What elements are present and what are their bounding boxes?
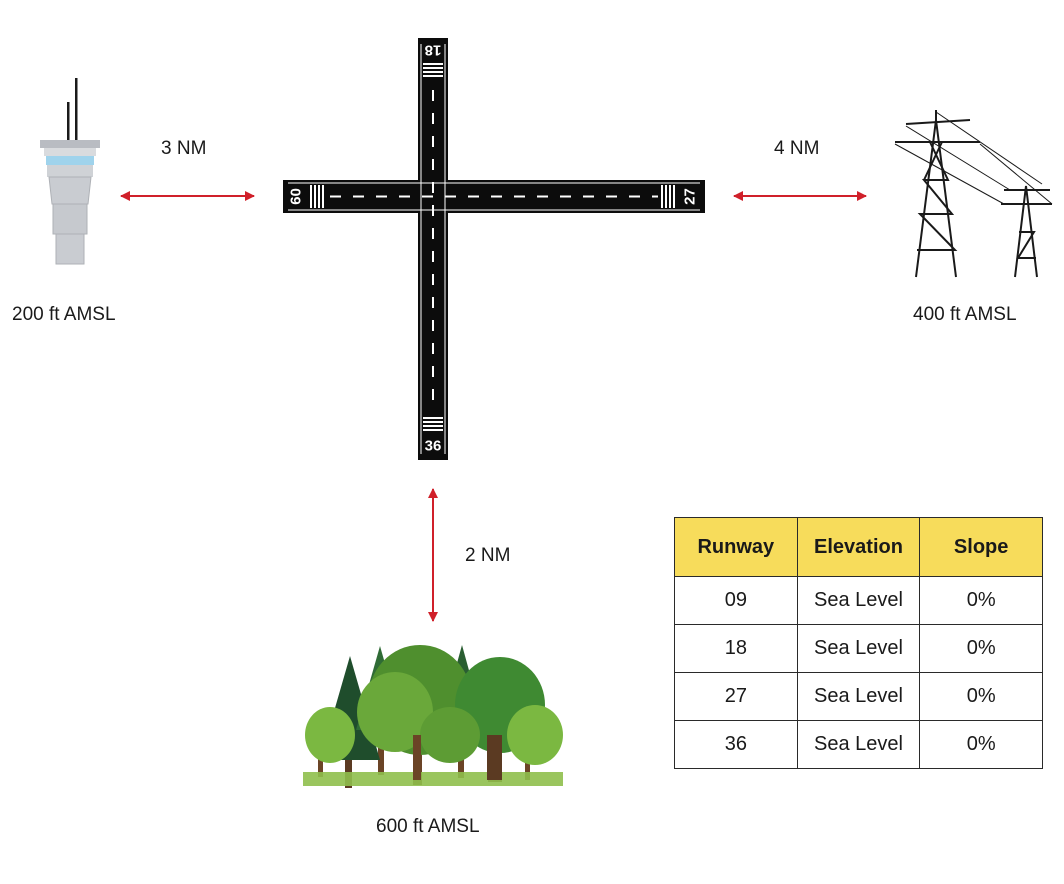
tower-distance-label: 3 NM [161, 138, 207, 159]
table-cell: 18 [674, 624, 798, 673]
table-row: 09 Sea Level 0% [674, 576, 1043, 625]
control-tower-icon [40, 78, 100, 265]
runway-number-east: 27 [682, 188, 699, 205]
table-header-cell: Runway [674, 517, 798, 577]
table-cell: 36 [674, 720, 798, 769]
pylons-elevation-label: 400 ft AMSL [913, 304, 1017, 325]
forest-trees-icon [303, 645, 563, 788]
runway-data-table: Runway Elevation Slope 09 Sea Level 0% 1… [674, 517, 1043, 769]
table-row: 27 Sea Level 0% [674, 672, 1043, 721]
runway-cross [283, 38, 705, 460]
runway-number-south: 36 [425, 438, 442, 455]
runway-number-north: 18 [425, 42, 442, 59]
table-cell: Sea Level [796, 624, 921, 673]
table-cell: 27 [674, 672, 798, 721]
runway-number-west: 09 [287, 188, 304, 205]
pylons-distance-label: 4 NM [774, 138, 820, 159]
table-cell: 09 [674, 576, 798, 625]
table-cell: 0% [919, 624, 1043, 673]
power-pylon-icon [894, 110, 1053, 278]
table-header-cell: Slope [919, 517, 1043, 577]
table-cell: Sea Level [796, 576, 921, 625]
table-header-row: Runway Elevation Slope [674, 517, 1043, 577]
table-cell: Sea Level [796, 720, 921, 769]
table-row: 36 Sea Level 0% [674, 720, 1043, 769]
table-header-cell: Elevation [796, 517, 921, 577]
forest-elevation-label: 600 ft AMSL [376, 816, 480, 837]
tower-elevation-label: 200 ft AMSL [12, 304, 116, 325]
table-cell: 0% [919, 576, 1043, 625]
forest-distance-label: 2 NM [465, 545, 511, 566]
table-cell: 0% [919, 720, 1043, 769]
table-row: 18 Sea Level 0% [674, 624, 1043, 673]
table-cell: Sea Level [796, 672, 921, 721]
table-cell: 0% [919, 672, 1043, 721]
